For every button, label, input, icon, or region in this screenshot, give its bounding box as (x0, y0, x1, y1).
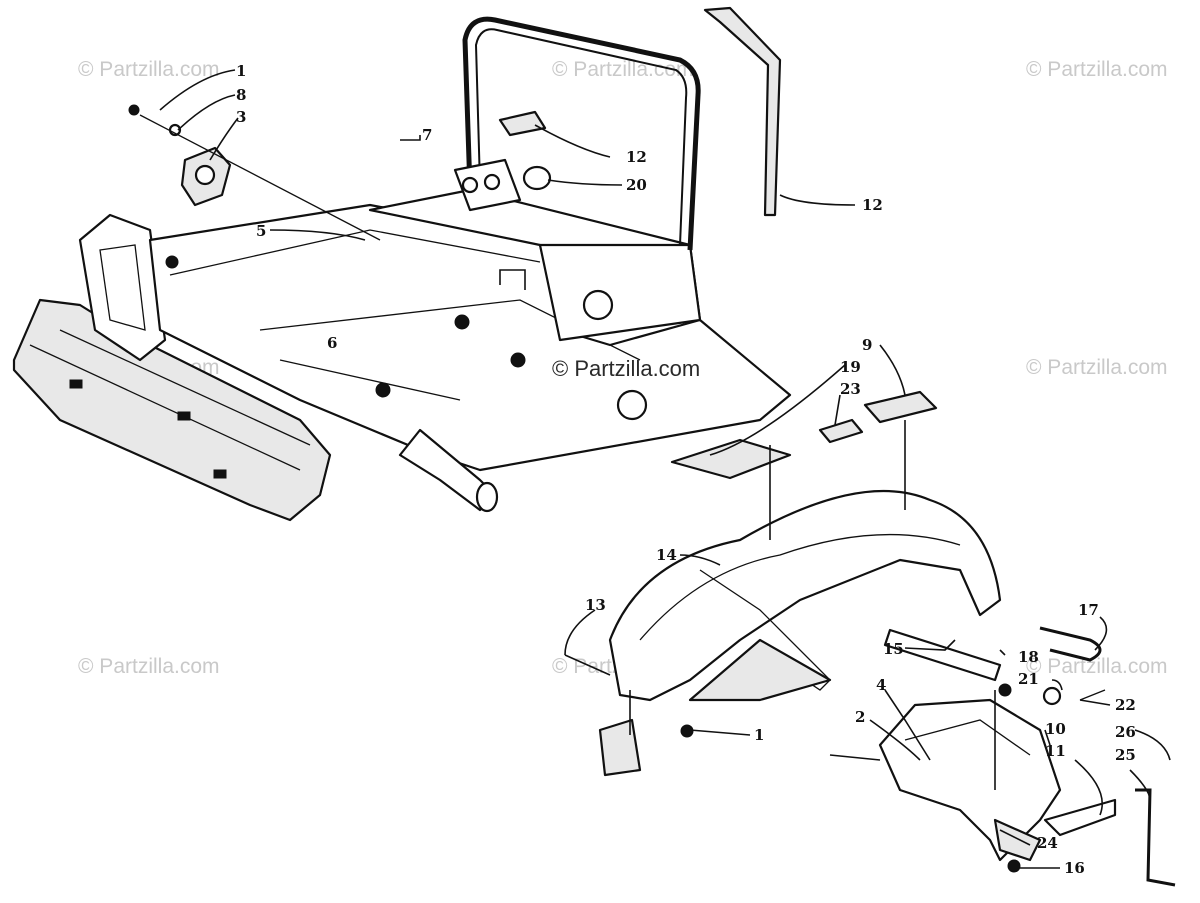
watermark: © Partzilla.com (78, 58, 220, 81)
watermark: © Partzilla.com (1026, 356, 1168, 379)
callout-21: 21 (1018, 670, 1039, 688)
watermark: © Partzilla.com (552, 58, 694, 81)
callout-16: 16 (1064, 859, 1085, 877)
callout-6: 6 (327, 334, 337, 352)
decal-19 (670, 438, 792, 480)
watermark: © Partzilla.com (552, 356, 701, 381)
callout-20: 20 (626, 176, 647, 194)
part-rear-grab-bar (703, 6, 782, 217)
callout-12-left: 12 (626, 148, 647, 166)
watermark: © Partzilla.com (1026, 655, 1168, 678)
fender-assembly (564, 390, 1002, 777)
part-grommet (522, 165, 552, 191)
callout-23: 23 (840, 380, 861, 398)
callout-26: 26 (1115, 723, 1136, 741)
callout-1-bottom: 1 (754, 726, 764, 744)
leader-lines (159, 69, 1171, 869)
callout-labels: 1 8 3 7 5 12 20 12 6 9 19 23 14 13 17 15… (236, 62, 1136, 877)
callout-24: 24 (1037, 834, 1058, 852)
part-bracket-assembly (128, 104, 381, 241)
callout-12-right: 12 (862, 196, 883, 214)
part-pin (1135, 788, 1176, 887)
watermark: © Partzilla.com (1026, 58, 1168, 81)
mount-bracket-assembly (878, 683, 1117, 873)
callout-8: 8 (236, 86, 246, 104)
callout-22: 22 (1115, 696, 1136, 714)
callout-4: 4 (876, 676, 886, 694)
callout-10: 10 (1045, 720, 1066, 738)
callout-14: 14 (656, 546, 677, 564)
callout-9: 9 (862, 336, 872, 354)
callout-25: 25 (1115, 746, 1136, 764)
callout-17: 17 (1078, 601, 1099, 619)
decal-23 (818, 418, 864, 444)
decal-9 (863, 390, 938, 424)
part-hook (1039, 626, 1102, 662)
watermark: © Partzilla.com (78, 655, 220, 678)
callout-3: 3 (236, 108, 246, 126)
callout-7: 7 (422, 126, 432, 144)
callout-13: 13 (585, 596, 606, 614)
callout-15: 15 (883, 640, 904, 658)
part-pad (498, 110, 547, 137)
chassis-frame (12, 16, 792, 522)
callout-5: 5 (256, 222, 266, 240)
callout-19: 19 (840, 358, 861, 376)
callout-11: 11 (1045, 742, 1066, 760)
callout-1: 1 (236, 62, 246, 80)
callout-18: 18 (1018, 648, 1039, 666)
callout-2: 2 (855, 708, 865, 726)
